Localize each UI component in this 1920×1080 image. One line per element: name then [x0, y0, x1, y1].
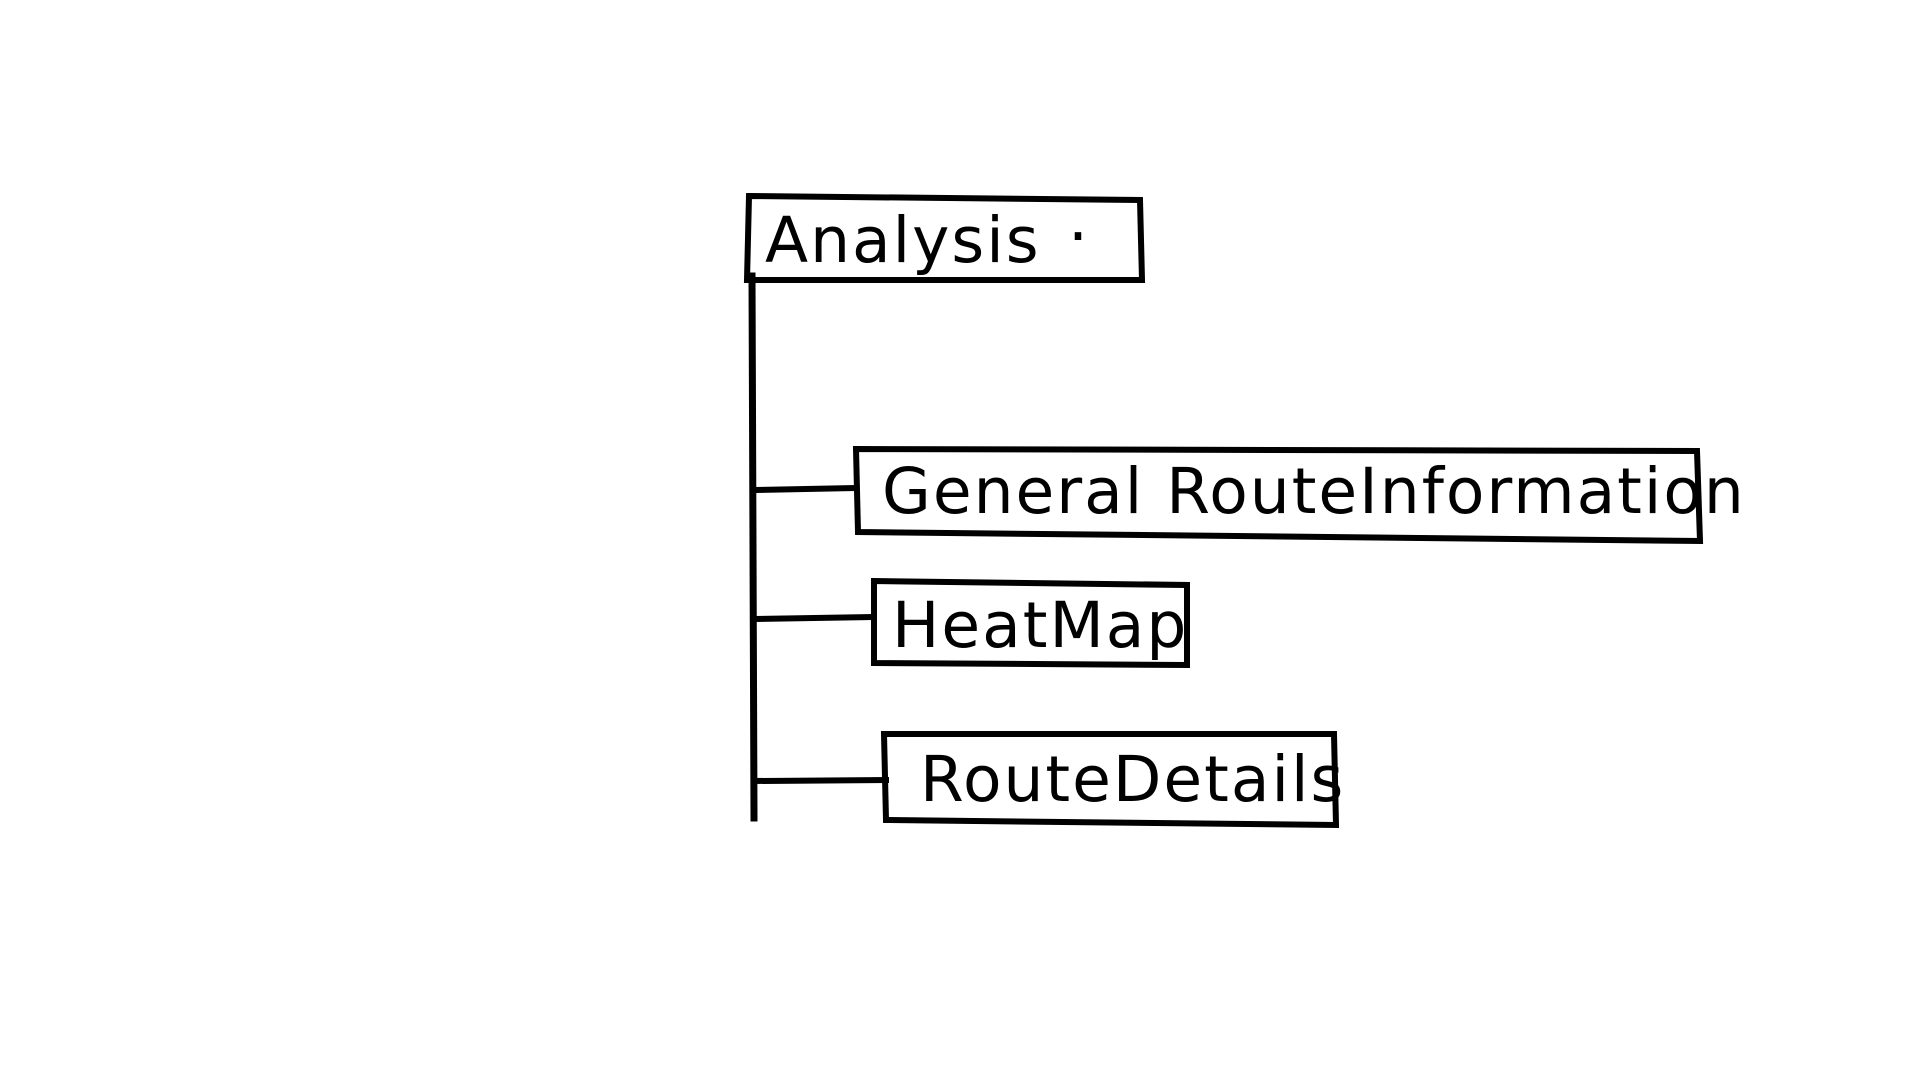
branch-connector-1 [753, 485, 857, 493]
branch-connector-2 [753, 614, 875, 622]
child-node-box-1 [852, 445, 1704, 545]
child-node-box-2 [871, 577, 1190, 669]
child-node-route-details[interactable]: RouteDetails [880, 731, 1345, 829]
child-node-label-1: General RouteInformation [882, 455, 1746, 528]
root-node[interactable]: Analysis · [743, 192, 1146, 283]
root-node-label: Analysis [765, 204, 1041, 277]
child-node-label-2: HeatMap [892, 589, 1188, 662]
child-node-general-route-information[interactable]: General RouteInformation [852, 445, 1746, 545]
branch-connector-3 [753, 777, 890, 784]
child-node-heatmap[interactable]: HeatMap [871, 577, 1190, 669]
tree-trunk-line [748, 272, 758, 822]
child-node-box-3 [880, 731, 1340, 829]
root-node-box [743, 192, 1146, 283]
root-node-marker: · [1068, 200, 1090, 273]
child-node-label-3: RouteDetails [920, 743, 1345, 816]
